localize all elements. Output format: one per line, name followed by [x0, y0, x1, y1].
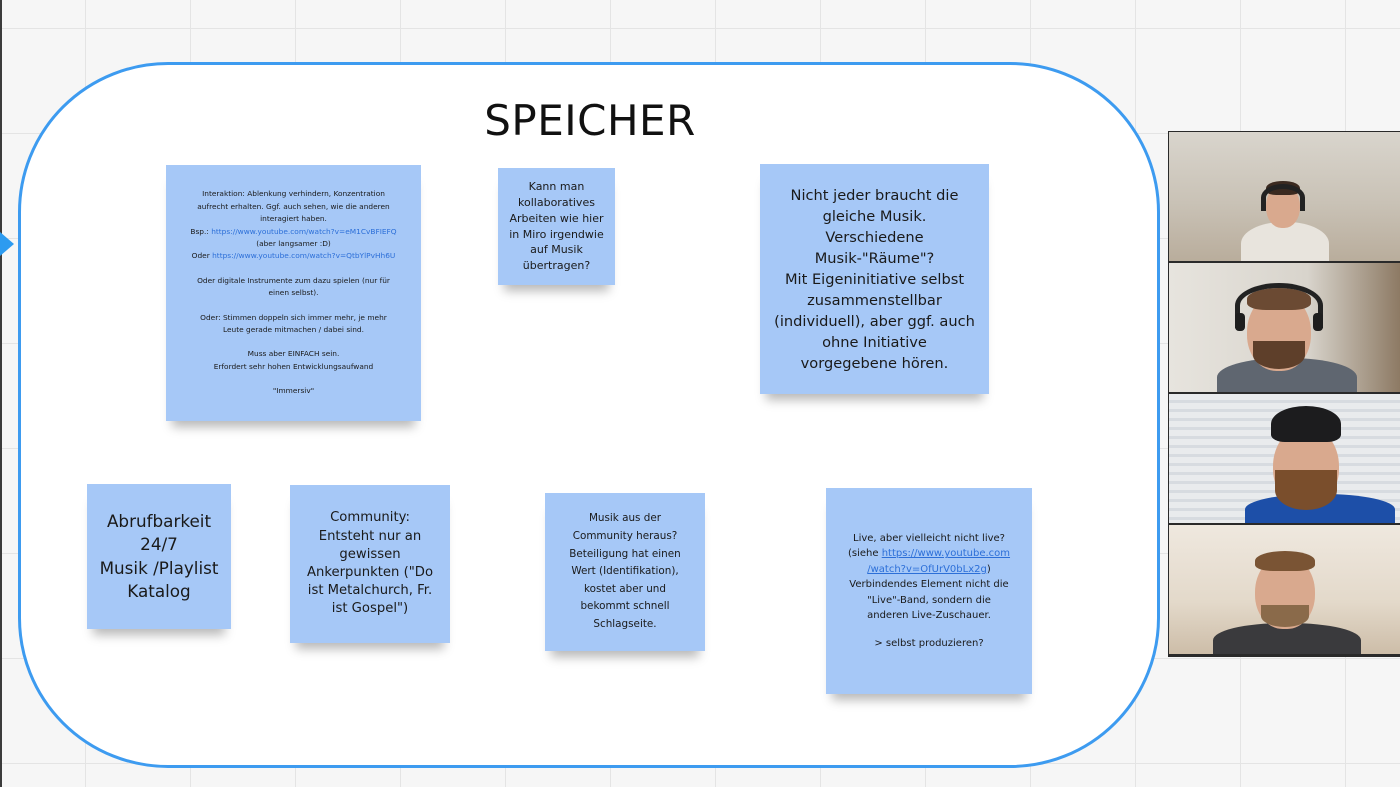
- note-line: Wert (Identifikation),: [571, 565, 679, 578]
- note-line: anderen Live-Zuschauer.: [867, 610, 991, 622]
- note-text: Bsp.:: [190, 226, 212, 236]
- youtube-link-continued[interactable]: /watch?v=OfUrV0bLx2g: [867, 563, 987, 575]
- headset-earcup: [1235, 313, 1245, 331]
- note-line: Kann man: [528, 180, 585, 194]
- note-line: "Immersiv": [272, 386, 315, 396]
- note-line: Beteiligung hat einen: [569, 547, 681, 560]
- note-line: gleiche Musik.: [822, 207, 927, 225]
- note-line: in Miro irgendwie: [509, 227, 604, 241]
- note-line: kostet aber und: [584, 582, 666, 595]
- headset-icon: [1235, 283, 1323, 328]
- note-line: bekommt schnell: [580, 600, 670, 613]
- note-line: ohne Initiative: [822, 333, 927, 351]
- note-line-bsp: Bsp.: https://www.youtube.com/watch?v=eM…: [190, 226, 396, 238]
- sticky-note-kollaborativ[interactable]: Kann man kollaboratives Arbeiten wie hie…: [498, 168, 615, 285]
- note-line-link: /watch?v=OfUrV0bLx2g): [867, 562, 991, 577]
- sticky-note-musik-aus-community[interactable]: Musik aus der Community heraus? Beteilig…: [545, 493, 705, 651]
- participant-beard: [1261, 605, 1309, 627]
- participant-beard: [1275, 470, 1337, 510]
- note-line: Verbindendes Element nicht die: [849, 579, 1009, 591]
- note-line: übertragen?: [522, 259, 591, 273]
- youtube-link[interactable]: https://www.youtube.com/watch?v=QtbYlPvH…: [212, 251, 396, 261]
- youtube-link[interactable]: https://www.youtube.com: [881, 548, 1011, 560]
- note-line: Musik /Playlist: [99, 557, 219, 578]
- note-line: Community:: [330, 510, 410, 526]
- note-line-oder: Oder https://www.youtube.com/watch?v=Qtb…: [192, 250, 396, 262]
- note-line: Live, aber vielleicht nicht live?: [853, 533, 1005, 545]
- note-text: (siehe: [847, 548, 882, 560]
- headset-earcup: [1313, 313, 1323, 331]
- participant-video-4[interactable]: [1169, 525, 1400, 654]
- note-line: Verschiedene: [825, 228, 924, 246]
- note-line: Abrufbarkeit: [106, 510, 212, 531]
- note-line: > selbst produzieren?: [874, 637, 984, 649]
- note-line: Musik-"Räume"?: [814, 249, 935, 267]
- note-line: (individuell), aber ggf. auch: [774, 312, 975, 330]
- note-line: Musik aus der: [588, 512, 662, 525]
- note-text: ): [986, 563, 991, 575]
- collapse-arrow-icon[interactable]: [0, 232, 14, 256]
- note-line: Mit Eigeninitiative selbst: [784, 270, 965, 288]
- sticky-note-musik-raeume[interactable]: Nicht jeder braucht die gleiche Musik. V…: [760, 164, 989, 394]
- note-line: 24/7: [140, 534, 178, 554]
- note-line: Community heraus?: [572, 530, 678, 543]
- note-line: aufrecht erhalten. Ggf. auch sehen, wie …: [197, 201, 390, 211]
- beanie: [1271, 406, 1341, 442]
- frame-title: SPEICHER: [484, 96, 696, 145]
- note-line: Nicht jeder braucht die: [790, 186, 959, 204]
- note-line: kollaboratives: [518, 195, 595, 209]
- note-line: Muss aber EINFACH sein.: [247, 349, 340, 359]
- video-call-panel: [1168, 131, 1400, 657]
- note-line: Entsteht nur an: [318, 528, 422, 544]
- note-line: Ankerpunkten ("Do: [306, 565, 434, 580]
- note-line: vorgegebene hören.: [800, 354, 949, 372]
- participant-shirt: [1241, 222, 1329, 261]
- participant-video-1[interactable]: [1169, 132, 1400, 261]
- note-line: Schlagseite.: [593, 617, 657, 630]
- note-line: Erfordert sehr hohen Entwicklungsaufwand: [213, 361, 374, 371]
- note-line: Interaktion: Ablenkung verhindern, Konze…: [202, 189, 385, 199]
- note-line: ist Gospel"): [331, 601, 409, 617]
- participant-hair: [1255, 551, 1315, 571]
- participant-beard: [1253, 341, 1305, 369]
- participant-video-2[interactable]: [1169, 263, 1400, 392]
- note-line: Arbeiten wie hier: [509, 211, 604, 225]
- participant-video-3[interactable]: [1169, 394, 1400, 523]
- sticky-note-interaktion[interactable]: Interaktion: Ablenkung verhindern, Konze…: [166, 165, 421, 421]
- headset-icon: [1261, 184, 1305, 211]
- note-line: auf Musik: [530, 243, 583, 257]
- sticky-note-community[interactable]: Community: Entsteht nur an gewissen Anke…: [290, 485, 450, 643]
- note-line: "Live"-Band, sondern die: [867, 594, 991, 606]
- note-line: gewissen: [339, 546, 401, 562]
- note-line: einen selbst).: [268, 288, 319, 298]
- note-line: Oder: Stimmen doppeln sich immer mehr, j…: [200, 312, 387, 322]
- note-line: (aber langsamer :D): [256, 238, 331, 248]
- note-line-siehe: (siehe https://www.youtube.com: [848, 546, 1010, 561]
- youtube-link[interactable]: https://www.youtube.com/watch?v=eM1CvBFI…: [211, 226, 397, 236]
- note-line: zusammenstellbar: [807, 291, 942, 309]
- note-line: Oder digitale Instrumente zum dazu spiel…: [197, 275, 390, 285]
- note-line: Leute gerade mitmachen / dabei sind.: [223, 325, 364, 335]
- note-text: Oder: [191, 251, 213, 261]
- note-line: ist Metalchurch, Fr.: [307, 583, 433, 599]
- sticky-note-abrufbarkeit[interactable]: Abrufbarkeit 24/7 Musik /Playlist Katalo…: [87, 484, 231, 629]
- canvas-left-edge: [0, 0, 2, 787]
- note-line: interagiert haben.: [260, 214, 327, 224]
- sticky-note-live[interactable]: Live, aber vielleicht nicht live? (siehe…: [826, 488, 1032, 694]
- note-line: Katalog: [127, 581, 191, 601]
